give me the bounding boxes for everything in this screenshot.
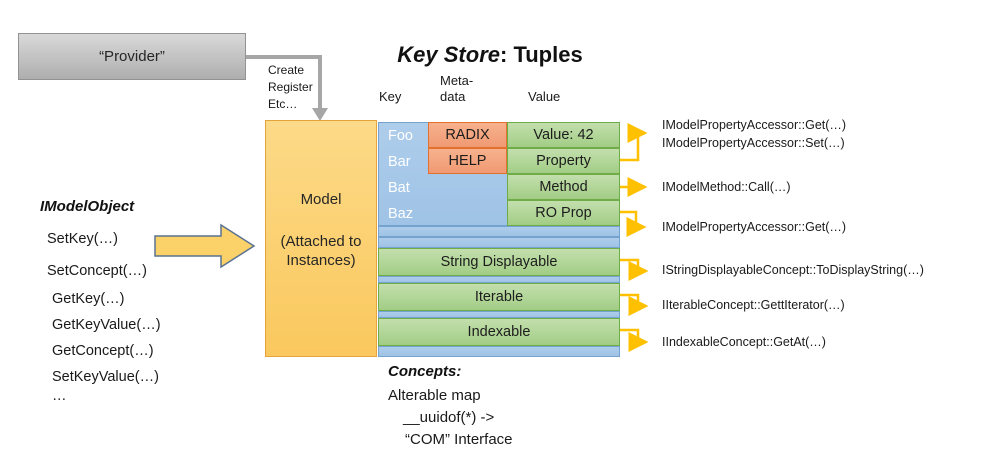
- blue-strip: [378, 276, 620, 283]
- key-row-foo: Foo: [388, 128, 413, 144]
- stringdisplayable-callout-arrow: [620, 258, 649, 281]
- blue-strip: [378, 237, 620, 248]
- key-row-bat: Bat: [388, 180, 410, 196]
- metadata-cell-radix: RADIX: [428, 122, 507, 148]
- page-title: Key Store: Tuples: [340, 42, 640, 68]
- concepts-heading: Concepts:: [388, 363, 462, 380]
- value-cell-roprop: RO Prop: [507, 200, 620, 226]
- key-row-bar: Bar: [388, 154, 411, 170]
- blue-strip: [378, 226, 620, 237]
- model-box-subtitle: (Attached to Instances): [280, 233, 362, 269]
- footer-com-interface: “COM” Interface: [405, 431, 513, 448]
- indexable-callout-arrow: [620, 328, 649, 352]
- left-item-getkeyvalue: GetKeyValue(…): [52, 317, 161, 333]
- column-header-value: Value: [528, 89, 561, 104]
- column-header-key: Key: [379, 89, 402, 104]
- provider-arrow-label-line: Etc…: [268, 97, 298, 111]
- value-cell-value42: Value: 42: [507, 122, 620, 148]
- callout-method-call: IModelMethod::Call(…): [662, 180, 791, 194]
- value-cell-method: Method: [507, 174, 620, 200]
- concept-row-iterable: Iterable: [378, 283, 620, 311]
- page-title-emphasis: Key Store: [397, 42, 500, 67]
- provider-arrow-label: Create Register Etc…: [268, 62, 313, 113]
- value-cell-property: Property: [507, 148, 620, 174]
- callout-roprop-get: IModelPropertyAccessor::Get(…): [662, 220, 847, 234]
- imodelobject-to-model-block-arrow: [154, 223, 256, 269]
- page-title-rest: : Tuples: [500, 42, 583, 67]
- provider-arrow-label-line: Register: [268, 80, 313, 94]
- iterable-callout-arrow: [620, 293, 649, 316]
- left-item-setconcept: SetConcept(…): [47, 263, 147, 279]
- model-box: Model (Attached to Instances): [265, 120, 377, 357]
- imodelobject-heading: IModelObject: [40, 198, 135, 215]
- property-callout-arrow: [620, 123, 648, 162]
- column-header-metadata-line1: Meta-: [440, 73, 474, 88]
- blue-strip: [378, 311, 620, 318]
- left-item-setkey: SetKey(…): [47, 231, 118, 247]
- callout-todisplaystring: IStringDisplayableConcept::ToDisplayStri…: [662, 263, 924, 277]
- left-item-getkey: GetKey(…): [52, 291, 125, 307]
- left-item-getconcept: GetConcept(…): [52, 343, 154, 359]
- footer-alterable-map: Alterable map: [388, 387, 481, 404]
- model-box-title: Model: [300, 191, 342, 208]
- callout-getat: IIndexableConcept::GetAt(…): [662, 335, 826, 349]
- left-item-setkeyvalue: SetKeyValue(…): [52, 369, 159, 385]
- left-item-ellipsis: …: [52, 388, 67, 404]
- provider-box: “Provider”: [18, 33, 246, 80]
- concept-row-indexable: Indexable: [378, 318, 620, 346]
- roprop-callout-arrow: [620, 210, 647, 237]
- provider-arrow-label-line: Create: [268, 63, 305, 77]
- key-row-baz: Baz: [388, 206, 413, 222]
- column-header-metadata-line2: data: [440, 89, 466, 104]
- callout-property-set: IModelPropertyAccessor::Set(…): [662, 136, 845, 150]
- callout-property-get: IModelPropertyAccessor::Get(…): [662, 118, 847, 132]
- concept-row-string-displayable: String Displayable: [378, 248, 620, 276]
- callout-getiterator: IIterableConcept::GettIterator(…): [662, 298, 845, 312]
- footer-uuidof: __uuidof(*) ->: [403, 409, 495, 426]
- blue-strip: [378, 346, 620, 357]
- column-header-metadata: Meta- data: [440, 73, 473, 105]
- metadata-cell-help: HELP: [428, 148, 507, 174]
